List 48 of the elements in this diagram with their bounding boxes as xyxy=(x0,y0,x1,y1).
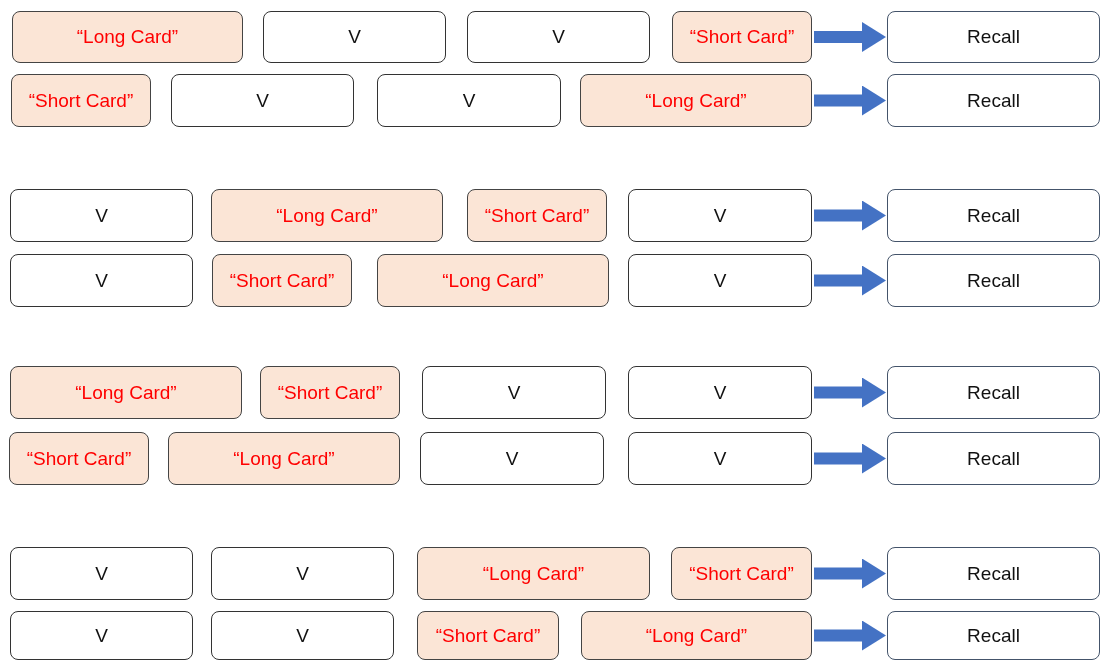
block-arrow xyxy=(814,377,886,408)
word-card: “Short Card” xyxy=(260,366,400,419)
recall-box: Recall xyxy=(887,254,1100,307)
word-card: V xyxy=(171,74,354,127)
block-arrow xyxy=(814,558,886,589)
word-card: V xyxy=(420,432,604,485)
word-card: V xyxy=(10,254,193,307)
word-card: V xyxy=(263,11,446,63)
word-card: V xyxy=(628,189,812,242)
word-card: “Long Card” xyxy=(580,74,812,127)
recall-box: Recall xyxy=(887,189,1100,242)
block-arrow xyxy=(814,200,886,231)
word-card: V xyxy=(211,547,394,600)
recall-box: Recall xyxy=(887,611,1100,660)
word-card: “Long Card” xyxy=(12,11,243,63)
word-card: “Long Card” xyxy=(417,547,650,600)
word-card: “Short Card” xyxy=(212,254,352,307)
word-card: V xyxy=(377,74,561,127)
word-card: “Short Card” xyxy=(11,74,151,127)
word-card: “Short Card” xyxy=(672,11,812,63)
block-arrow xyxy=(814,620,886,651)
block-arrow xyxy=(814,443,886,474)
word-card: V xyxy=(10,547,193,600)
word-card: “Short Card” xyxy=(671,547,812,600)
recall-box: Recall xyxy=(887,432,1100,485)
recall-box: Recall xyxy=(887,366,1100,419)
block-arrow xyxy=(814,265,886,296)
recall-box: Recall xyxy=(887,547,1100,600)
word-card: V xyxy=(10,611,193,660)
word-card: V xyxy=(628,432,812,485)
word-card: “Short Card” xyxy=(467,189,607,242)
word-card: “Short Card” xyxy=(9,432,149,485)
word-card: “Long Card” xyxy=(377,254,609,307)
word-card: “Long Card” xyxy=(211,189,443,242)
word-card: “Short Card” xyxy=(417,611,559,660)
block-arrow xyxy=(814,22,886,52)
block-arrow xyxy=(814,85,886,116)
word-card: V xyxy=(211,611,394,660)
word-card: “Long Card” xyxy=(581,611,812,660)
word-card: V xyxy=(467,11,650,63)
word-card: V xyxy=(628,366,812,419)
word-card: “Long Card” xyxy=(10,366,242,419)
word-card: V xyxy=(422,366,606,419)
word-card: V xyxy=(628,254,812,307)
word-card: V xyxy=(10,189,193,242)
word-card: “Long Card” xyxy=(168,432,400,485)
recall-box: Recall xyxy=(887,74,1100,127)
recall-box: Recall xyxy=(887,11,1100,63)
